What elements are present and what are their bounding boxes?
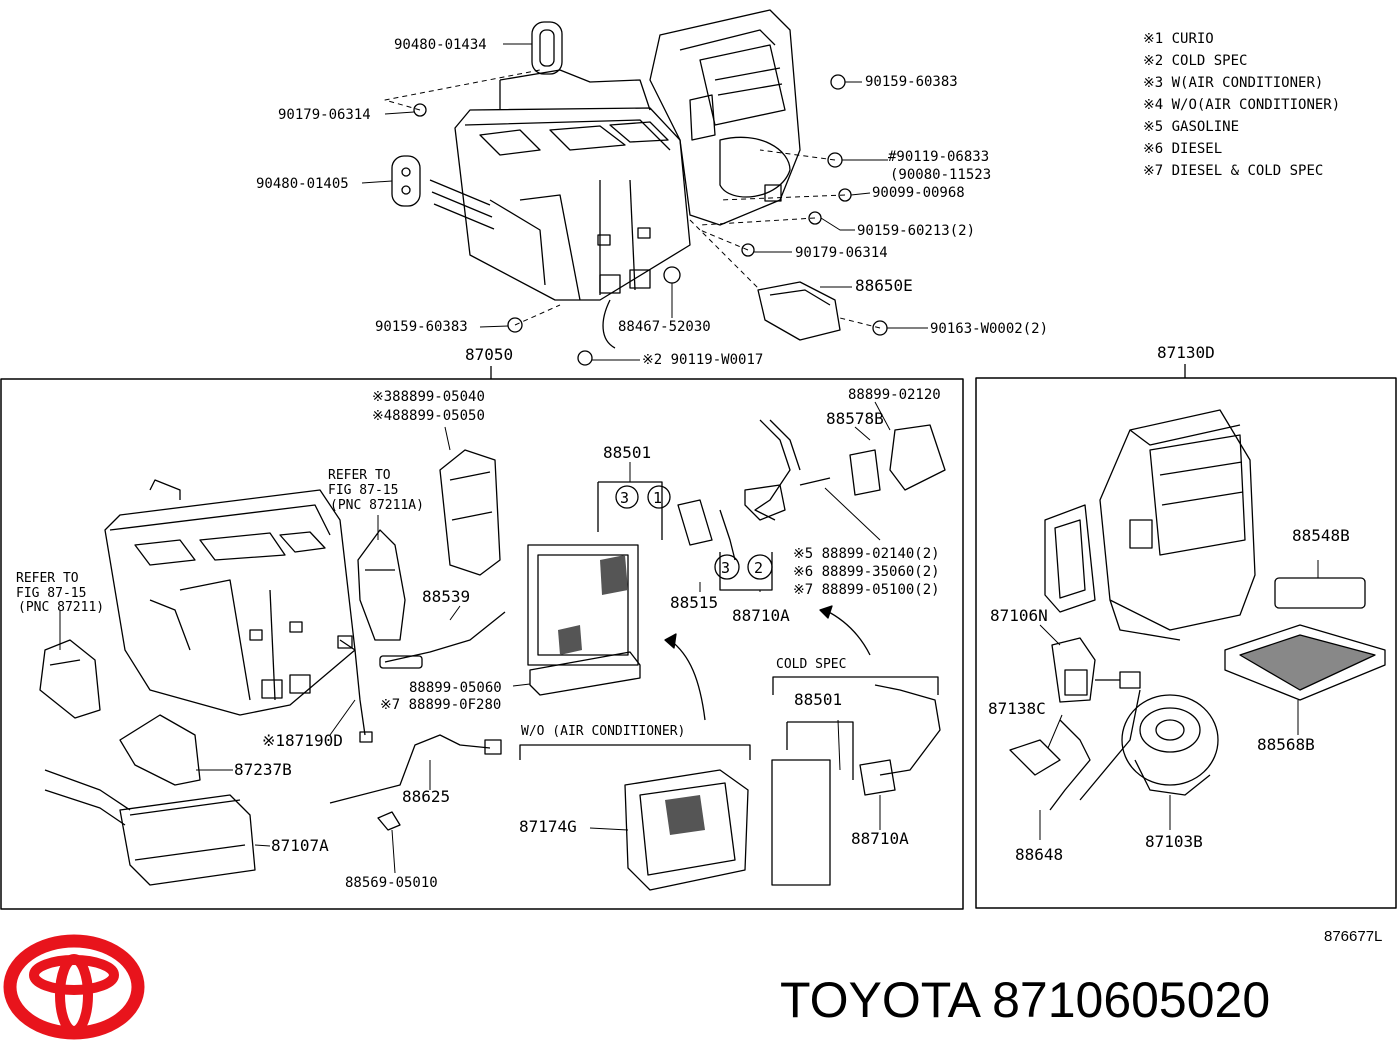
- note-2: ※2 COLD SPEC: [1143, 53, 1248, 69]
- part-label: 90480-01434: [394, 37, 487, 53]
- part-label: 87103B: [1145, 832, 1203, 851]
- duct-88899-05060: [529, 651, 641, 696]
- sensor-wire-87190D: [339, 639, 366, 736]
- heater-unit-left: [104, 479, 356, 716]
- section-label: COLD SPEC: [776, 657, 847, 672]
- part-label: 87106N: [990, 606, 1048, 625]
- clip-88569: [377, 811, 401, 831]
- refer-label: FIG 87-15: [328, 483, 399, 498]
- blower-assembly: [1044, 409, 1256, 641]
- note-6: ※6 DIESEL: [1143, 141, 1223, 157]
- circle-num-3: 3: [721, 559, 730, 577]
- part-label: 88467-52030: [618, 319, 711, 335]
- main-unit-frame: [0, 378, 964, 910]
- part-label: 90163-W0002(2): [930, 321, 1049, 337]
- section-label: W/O (AIR CONDITIONER): [521, 724, 686, 739]
- note-3: ※3 W(AIR CONDITIONER): [1143, 75, 1324, 91]
- part-label: 88548B: [1292, 526, 1350, 545]
- filter-88548B: [1274, 577, 1366, 609]
- part-label: 87107A: [271, 836, 329, 855]
- note-1: ※1 CURIO: [1143, 31, 1214, 47]
- part-label: 90179-06314: [795, 245, 888, 261]
- evaporator-88501: [527, 544, 639, 666]
- blower-motor-87103B: [1121, 694, 1219, 796]
- part-label: 88650E: [855, 276, 913, 295]
- part-label: 90159-60383: [375, 319, 468, 335]
- part-label: 88899-05060: [409, 680, 502, 696]
- part-label: 90159-60383: [865, 74, 958, 90]
- note-4: ※4 W/O(AIR CONDITIONER): [1143, 97, 1341, 113]
- part-label: ※5 88899-02140(2): [793, 546, 940, 562]
- part-label: 88501: [603, 443, 652, 462]
- part-label: 90099-00968: [872, 185, 965, 201]
- part-label: 87237B: [234, 760, 292, 779]
- refer-label: REFER TO: [328, 468, 391, 483]
- harness-88648: [1049, 719, 1091, 811]
- blower-frame: [975, 377, 1397, 909]
- resistor-87106N: [1051, 637, 1096, 703]
- part-label: 87050: [465, 345, 514, 364]
- circle-num-2: 1: [653, 489, 662, 507]
- part-label: ※6 88899-35060(2): [793, 564, 940, 580]
- part-label: 90179-06314: [278, 107, 371, 123]
- part-label: 87174G: [519, 817, 577, 836]
- sensor-88539: [384, 611, 506, 663]
- part-label: 87138C: [988, 699, 1046, 718]
- note-7: ※7 DIESEL & COLD SPEC: [1143, 163, 1324, 179]
- top-heater-unit: [391, 9, 888, 366]
- part-label: ※7 88899-0F280: [380, 697, 502, 713]
- servo-87138C: [1009, 739, 1061, 776]
- refer-label: REFER TO: [16, 571, 79, 586]
- evaporator-case-87174G: [624, 769, 749, 891]
- part-label: ※7 88899-05100(2): [793, 582, 940, 598]
- part-label: 88568B: [1257, 735, 1315, 754]
- part-label: 90159-60213(2): [857, 223, 976, 239]
- duct-87211A: [357, 529, 406, 641]
- part-label: 88899-02120: [848, 387, 941, 403]
- part-label: 88648: [1015, 845, 1064, 864]
- part-label: 88515: [670, 593, 719, 612]
- part-label: 88501: [794, 690, 843, 709]
- duct-87237B: [119, 714, 201, 786]
- part-label: ※187190D: [262, 731, 343, 750]
- heater-core-87107A: [119, 794, 256, 886]
- note-5: ※5 GASOLINE: [1143, 119, 1240, 135]
- toyota-logo: [3, 934, 145, 1040]
- part-label: 88569-05010: [345, 875, 438, 891]
- part-label: ※2 90119-W0017: [642, 352, 764, 368]
- wire-88625: [329, 734, 491, 804]
- circle-num-4: 2: [754, 559, 763, 577]
- case-cover-88899: [439, 449, 501, 576]
- refer-label: (PNC 87211A): [330, 498, 424, 513]
- filter-88568B: [1224, 624, 1386, 701]
- diagram-ref-code: 876677L: [1324, 928, 1383, 945]
- part-label: 88710A: [732, 606, 790, 625]
- page-title: TOYOTA 8710605020: [780, 972, 1271, 1028]
- part-label: 87130D: [1157, 343, 1215, 362]
- refer-label: (PNC 87211): [18, 600, 105, 615]
- part-label: 88710A: [851, 829, 909, 848]
- part-label: #90119-06833: [888, 149, 990, 165]
- part-label: 90480-01405: [256, 176, 349, 192]
- part-label: ※488899-05050: [372, 408, 485, 424]
- part-label: 88625: [402, 787, 451, 806]
- part-label: 88578B: [826, 409, 884, 428]
- circle-num-1: 3: [620, 489, 629, 507]
- duct-piece-left: [39, 639, 101, 719]
- part-label: (90080-11523: [890, 167, 992, 183]
- part-label: 88539: [422, 587, 471, 606]
- refer-label: FIG 87-15: [16, 586, 87, 601]
- part-label: ※388899-05040: [372, 389, 485, 405]
